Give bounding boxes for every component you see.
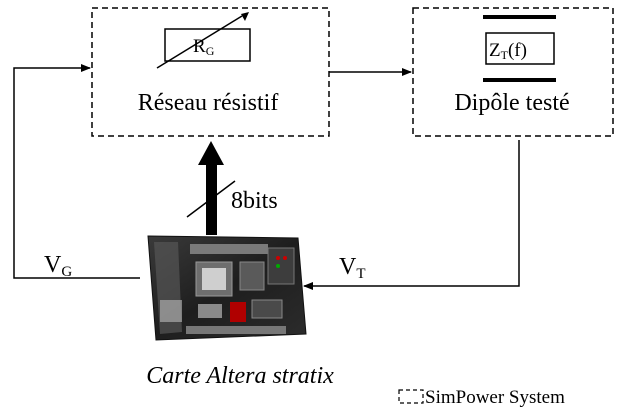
bus-arrow bbox=[187, 141, 235, 235]
vg-signal-line bbox=[14, 68, 140, 278]
resistor-symbol: RG bbox=[157, 12, 250, 68]
tested-dipole-border bbox=[413, 8, 613, 136]
legend: SimPower System bbox=[399, 387, 565, 408]
vg-label: VG bbox=[44, 252, 72, 280]
tested-dipole-block: ZT(f) Dipôle testé bbox=[413, 8, 613, 136]
impedance-symbol: ZT(f) bbox=[483, 17, 556, 80]
resistive-network-label: Réseau résistif bbox=[138, 90, 279, 116]
legend-swatch bbox=[399, 390, 423, 403]
vt-signal-line bbox=[304, 140, 519, 286]
resistive-network-block: RG Réseau résistif bbox=[92, 8, 329, 136]
board-caption: Carte Altera stratix bbox=[146, 363, 334, 389]
tested-dipole-label: Dipôle testé bbox=[454, 90, 569, 116]
fpga-board-image bbox=[148, 236, 306, 340]
impedance-label: ZT(f) bbox=[489, 40, 527, 62]
bus-width-label: 8bits bbox=[231, 188, 278, 214]
resistor-label: RG bbox=[193, 36, 215, 58]
resistive-network-border bbox=[92, 8, 329, 136]
vt-label: VT bbox=[339, 254, 366, 282]
legend-label: SimPower System bbox=[425, 387, 565, 408]
